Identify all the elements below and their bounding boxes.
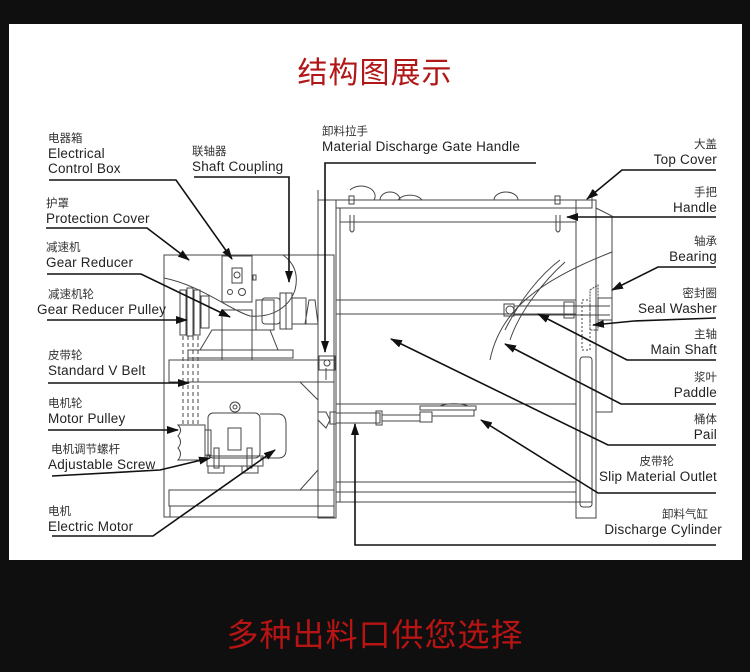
frame-post [317, 199, 337, 519]
label-motor-pulley: 电机轮 Motor Pulley [48, 396, 126, 426]
machine-drawing [163, 185, 613, 519]
motor-pulley [176, 424, 212, 461]
label-v-belt: 皮带轮 Standard V Belt [48, 348, 146, 378]
label-electrical-control-box: 电器箱 Electrical Control Box [48, 131, 121, 176]
label-main-shaft: 主轴 Main Shaft [650, 327, 717, 357]
label-protection-cover: 护罩 Protection Cover [46, 196, 150, 226]
leader-protection-cover [46, 227, 190, 261]
leader-discharge-cylinder [351, 423, 716, 546]
label-adjustable-screw: 电机调节螺杆 Adjustable Screw [48, 442, 156, 472]
label-handle: 手把 Handle [673, 185, 717, 215]
leader-gate-handle [321, 162, 536, 353]
leader-top-cover [586, 169, 716, 200]
top-cover-handles [348, 195, 561, 233]
label-discharge-cylinder: 卸料气缸 Discharge Cylinder [604, 507, 722, 537]
page-title: 结构图展示 [297, 56, 453, 91]
leader-shaft-coupling [194, 176, 293, 283]
paddle-shaft [489, 251, 613, 361]
label-gear-reducer: 减速机 Gear Reducer [46, 240, 134, 270]
gate-handle-box [318, 355, 336, 371]
electric-motor [206, 401, 287, 474]
leader-electric-motor [52, 449, 276, 537]
label-shaft-coupling: 联轴器 Shaft Coupling [192, 144, 284, 174]
label-pail: 桶体 Pail [693, 412, 717, 442]
gear-reducer-pulley [179, 287, 210, 337]
footer-caption: 多种出料口供您选择 [226, 616, 524, 654]
electrical-control-box [221, 255, 257, 303]
leader-bearing [611, 266, 716, 291]
protection-cover [163, 254, 297, 317]
shaft-coupling [261, 292, 319, 330]
leader-main-shaft [537, 313, 716, 361]
leader-slip-outlet [480, 419, 716, 494]
drive-housing [163, 254, 335, 518]
leader-adjustable-screw [51, 456, 211, 477]
label-bearing: 轴承 Bearing [669, 234, 717, 264]
leader-pail [390, 338, 716, 446]
leader-paddle [504, 343, 716, 405]
discharge-cylinder [317, 403, 477, 429]
leader-electrical-control-box [49, 179, 233, 260]
pail-body [335, 185, 593, 503]
label-gear-reducer-pulley: 减速机轮 Gear Reducer Pulley [37, 287, 167, 317]
diagram-panel [9, 24, 742, 560]
leader-lines [46, 162, 717, 546]
label-paddle: 浆叶 Paddle [673, 370, 717, 400]
label-electric-motor: 电机 Electric Motor [48, 504, 134, 534]
label-slip-material-outlet: 皮带轮 Slip Material Outlet [598, 454, 717, 484]
gear-reducer [187, 299, 294, 361]
label-top-cover: 大盖 Top Cover [653, 137, 717, 167]
leader-seal-washer [592, 317, 717, 328]
leader-gear-reducer [47, 273, 231, 318]
label-seal-washer: 密封圈 Seal Washer [638, 286, 717, 316]
v-belt [182, 336, 199, 425]
label-discharge-gate-handle: 卸料拉手 Material Discharge Gate Handle [322, 124, 521, 154]
